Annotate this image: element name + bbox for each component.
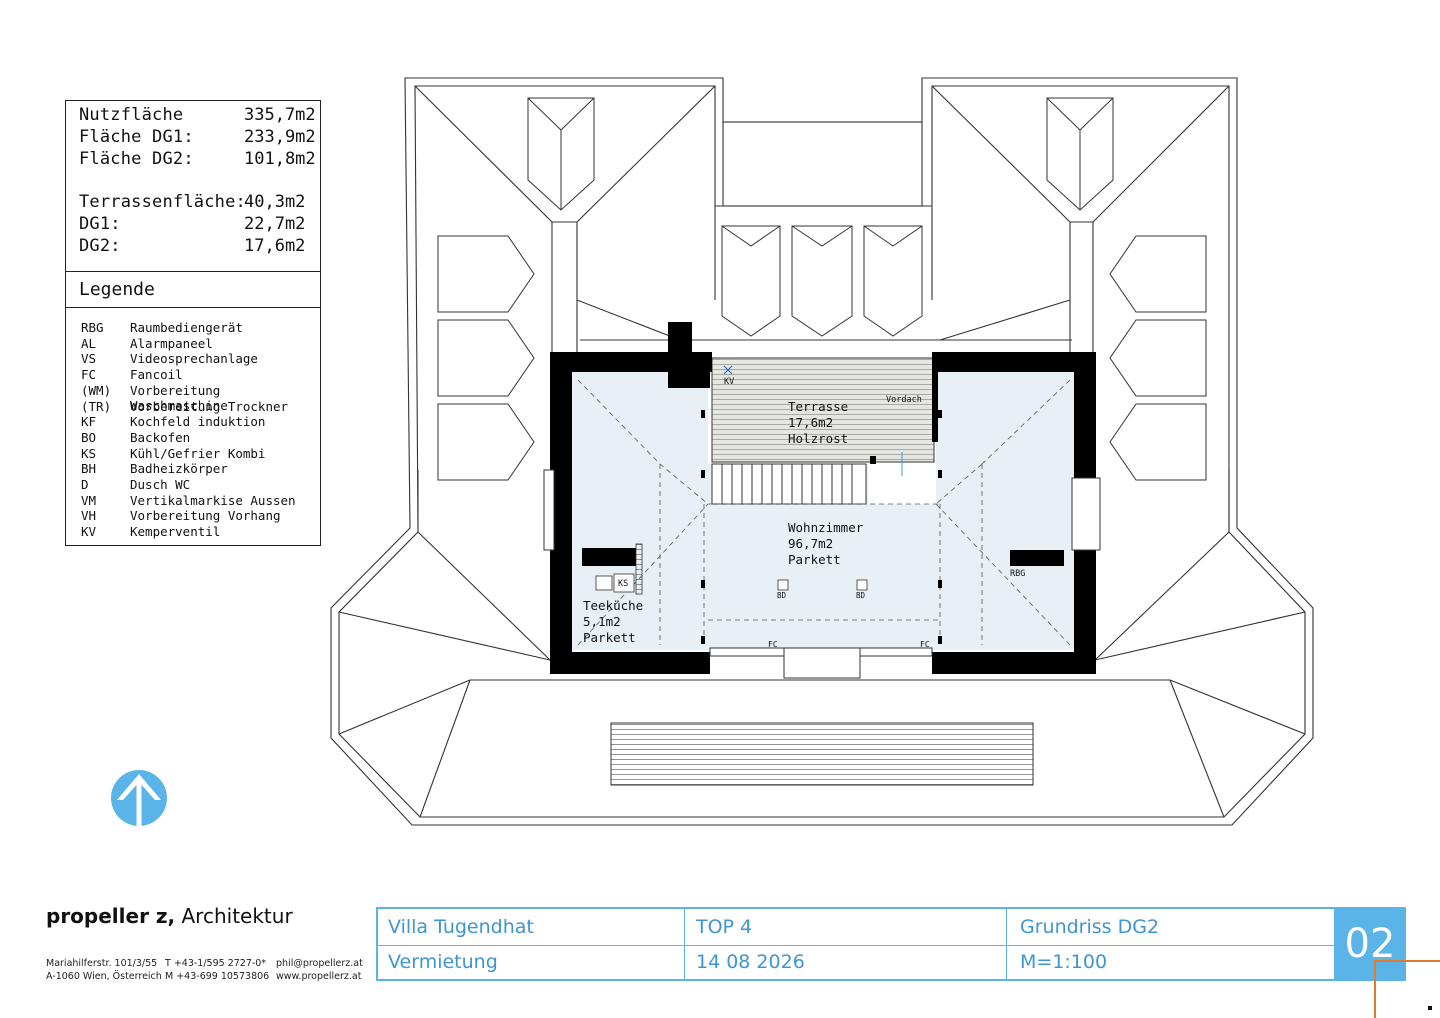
scale: M=1:100 bbox=[1020, 951, 1108, 973]
roof-dormers bbox=[437, 97, 1207, 481]
legend-desc: Alarmpaneel bbox=[130, 336, 213, 351]
purpose: Vermietung bbox=[388, 951, 498, 973]
legend-code: KV bbox=[81, 524, 97, 539]
drawing-name: Grundriss DG2 bbox=[1020, 916, 1160, 938]
legend-code: RBG bbox=[81, 320, 104, 335]
legend-code: AL bbox=[81, 336, 97, 351]
legend-desc: Raumbediengerät bbox=[130, 320, 243, 335]
area-value: 17,6m2 bbox=[244, 236, 306, 256]
legend-code: FC bbox=[81, 367, 97, 382]
legend-code: BO bbox=[81, 430, 97, 445]
living-room-floor: Parkett bbox=[788, 552, 841, 567]
area-label: Fläche DG1: bbox=[79, 127, 194, 147]
area-value: 335,7m2 bbox=[244, 105, 316, 125]
divider bbox=[378, 945, 1334, 946]
area-label: Nutzfläche bbox=[79, 105, 184, 125]
kitchen-floor: Parkett bbox=[583, 630, 636, 645]
terrace-area: 17,6m2 bbox=[788, 415, 833, 430]
area-label: Fläche DG2: bbox=[79, 149, 194, 169]
legend-desc: Kühl/Gefrier Kombi bbox=[130, 446, 266, 461]
legend-desc: Backofen bbox=[130, 430, 191, 445]
legend-code: (WM) bbox=[81, 383, 112, 398]
legend-desc: Videosprechanlage bbox=[130, 351, 258, 366]
office-name: propeller z, Architektur bbox=[46, 904, 293, 928]
legend-code: (TR) bbox=[81, 399, 112, 414]
plan-labels: Terrasse 17,6m2 Holzrost Wohnzimmer 96,7… bbox=[583, 377, 1025, 649]
floor-drain-markers bbox=[777, 579, 868, 591]
legend-code: BH bbox=[81, 461, 97, 476]
divider bbox=[1006, 909, 1007, 979]
terrace-name: Terrasse bbox=[788, 399, 848, 414]
office-info: propeller z, Architektur bbox=[46, 904, 293, 928]
address-line: Mariahilferstr. 101/3/55 bbox=[46, 958, 158, 969]
rbg-label: RBG bbox=[1010, 569, 1025, 579]
legend-code: VM bbox=[81, 493, 97, 508]
legend-code: KF bbox=[81, 414, 97, 429]
vordach-label: Vordach bbox=[886, 395, 922, 405]
office-name-bold: propeller z, bbox=[46, 904, 176, 928]
roof-outline bbox=[330, 77, 1314, 826]
corner-mark bbox=[1374, 960, 1440, 1018]
dashed-guides bbox=[577, 379, 1071, 646]
fc-label: FC bbox=[768, 640, 778, 649]
area-value: 22,7m2 bbox=[244, 214, 306, 234]
divider bbox=[66, 307, 320, 308]
legend-code: KS bbox=[81, 446, 97, 461]
legend-code: VH bbox=[81, 508, 97, 523]
kitchen-name: Teeküche bbox=[583, 598, 643, 613]
area-label: DG1: bbox=[79, 214, 121, 234]
phone-line: M +43-699 10573806 bbox=[165, 971, 270, 982]
legend-desc: Vorbereitung Vorhang bbox=[130, 508, 281, 523]
living-room-name: Wohnzimmer bbox=[788, 520, 864, 535]
legend-desc: Kochfeld induktion bbox=[130, 414, 266, 429]
fc-label: FC bbox=[920, 640, 930, 649]
living-room-area: 96,7m2 bbox=[788, 536, 833, 551]
email-link[interactable]: phil@propellerz.at bbox=[276, 958, 363, 969]
area-label: Terrassenfläche: bbox=[79, 192, 246, 212]
divider bbox=[684, 909, 685, 979]
date: 14 08 2026 bbox=[696, 951, 805, 973]
floor-plan: Terrasse 17,6m2 Holzrost Wohnzimmer 96,7… bbox=[111, 77, 1314, 826]
unit-name: TOP 4 bbox=[696, 916, 753, 938]
legend-desc: Vorbereitung Waschmaschine bbox=[130, 383, 228, 413]
legend-code: D bbox=[81, 477, 89, 492]
corner-dot bbox=[1428, 1006, 1432, 1010]
office-name-rest: Architektur bbox=[175, 904, 293, 928]
sheet-number: 02 bbox=[1334, 907, 1406, 981]
address-line: A-1060 Wien, Österreich bbox=[46, 971, 162, 982]
area-legend-table: Nutzfläche 335,7m2 Fläche DG1: 233,9m2 F… bbox=[65, 100, 321, 546]
legend-desc: Kemperventil bbox=[130, 524, 221, 539]
column-marks bbox=[701, 410, 942, 644]
kitchen-area: 5,1m2 bbox=[583, 614, 621, 629]
balcony-railing bbox=[610, 722, 1034, 786]
terrace-floor: Holzrost bbox=[788, 431, 848, 446]
legend-desc: Badheizkörper bbox=[130, 461, 228, 476]
legend-code: VS bbox=[81, 351, 97, 366]
kitchen-unit bbox=[595, 543, 643, 595]
bd-label: BD bbox=[856, 591, 866, 600]
web-link[interactable]: www.propellerz.at bbox=[276, 971, 362, 982]
phone-line: T +43-1/595 2727-0* bbox=[165, 958, 267, 969]
window-openings bbox=[543, 469, 1101, 679]
title-block: Villa Tugendhat TOP 4 Grundriss DG2 Verm… bbox=[376, 907, 1336, 981]
area-value: 101,8m2 bbox=[244, 149, 316, 169]
area-label: DG2: bbox=[79, 236, 121, 256]
legend-desc: Dusch WC bbox=[130, 477, 191, 492]
legend-title: Legende bbox=[79, 279, 155, 300]
area-value: 40,3m2 bbox=[244, 192, 306, 212]
divider bbox=[66, 271, 320, 272]
north-arrow-icon bbox=[111, 770, 167, 826]
project-name: Villa Tugendhat bbox=[388, 916, 534, 938]
legend-desc: Vertikalmarkise Aussen bbox=[130, 493, 296, 508]
ks-label: KS bbox=[618, 579, 628, 589]
bd-label: BD bbox=[777, 591, 787, 600]
legend-desc: Fancoil bbox=[130, 367, 183, 382]
staircase bbox=[711, 463, 867, 505]
kv-label: KV bbox=[724, 377, 734, 387]
kv-valve-marker bbox=[723, 365, 733, 375]
room-fills bbox=[572, 372, 1074, 650]
area-value: 233,9m2 bbox=[244, 127, 316, 147]
legend-desc: Vorbereitung Trockner bbox=[130, 399, 289, 414]
